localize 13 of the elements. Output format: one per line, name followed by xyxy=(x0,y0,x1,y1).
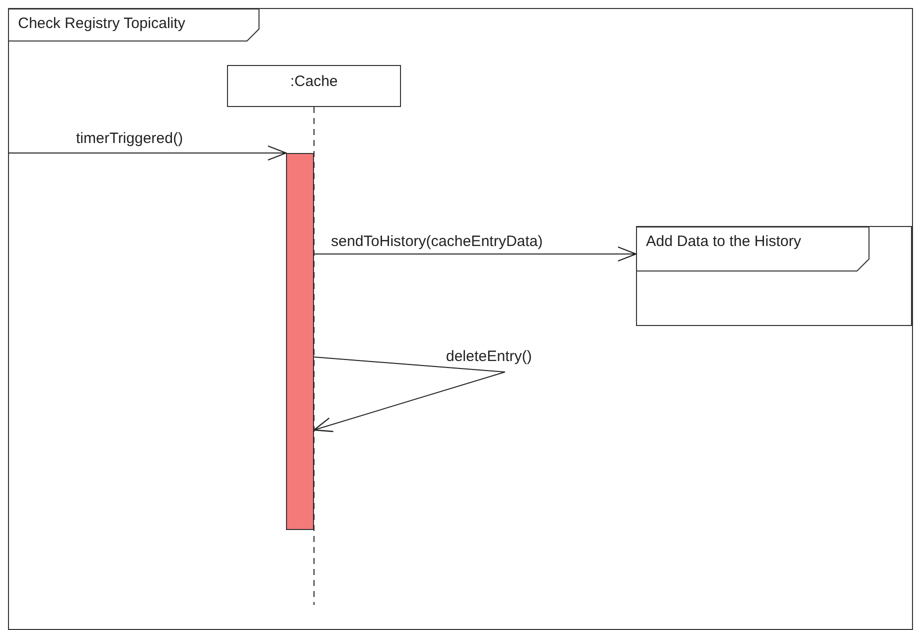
lifeline-head xyxy=(227,65,401,107)
message-arrow xyxy=(313,356,506,432)
frame-title: Check Registry Topicality xyxy=(18,15,186,32)
object-name: :Cache xyxy=(290,73,338,91)
frame-title: Add Data to the History xyxy=(646,233,802,250)
interaction-frame xyxy=(636,226,912,326)
message-arrow xyxy=(314,246,637,262)
sequence-frame xyxy=(8,8,913,630)
message-label: timerTriggered() xyxy=(75,130,184,147)
activation-bar xyxy=(286,153,314,530)
message-label: deleteEntry() xyxy=(445,348,533,365)
message-arrow xyxy=(8,145,287,161)
message-label: sendToHistory(cacheEntryData) xyxy=(330,233,544,250)
